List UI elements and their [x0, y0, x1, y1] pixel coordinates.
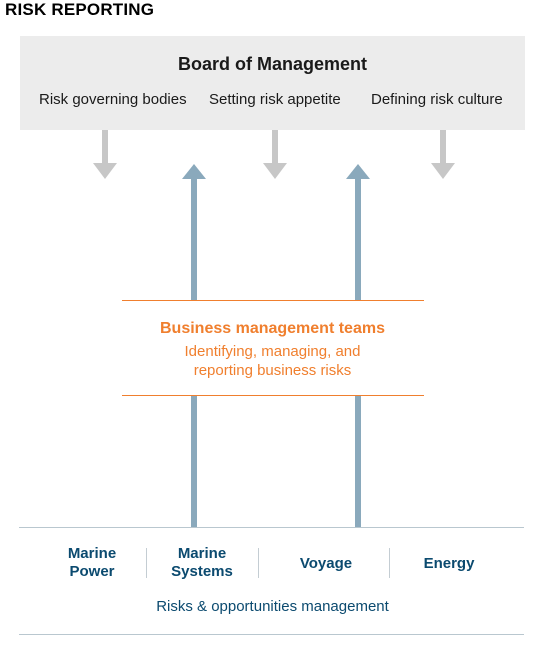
down-arrow-icon	[263, 130, 287, 179]
unit-marine-power: Marine Power	[52, 545, 132, 581]
unit-label-line1: Marine	[177, 545, 227, 562]
business-teams-title: Business management teams	[160, 320, 385, 337]
down-arrow-icon	[93, 130, 117, 179]
risks-opportunities-label: Risks & opportunities management	[156, 598, 389, 615]
board-item-risk-governing-bodies: Risk governing bodies	[39, 91, 187, 108]
page-title: RISK REPORTING	[5, 0, 155, 19]
units-top-rule	[19, 527, 524, 528]
unit-label-line1: Marine	[67, 545, 117, 562]
business-teams-subtitle-line1: Identifying, managing, and	[184, 343, 361, 360]
orange-divider-bottom	[122, 395, 424, 396]
up-arrow-icon	[346, 164, 370, 527]
business-teams-subtitle-line2: reporting business risks	[193, 362, 352, 379]
units-bottom-rule	[19, 634, 524, 635]
business-teams-subtitle: Identifying, managing, and reporting bus…	[0, 342, 545, 380]
unit-label-line2: Power	[69, 563, 115, 580]
unit-energy: Energy	[399, 555, 499, 573]
unit-separator	[389, 548, 390, 578]
unit-separator	[146, 548, 147, 578]
down-arrow-icon	[431, 130, 455, 179]
board-item-defining-risk-culture: Defining risk culture	[371, 91, 503, 108]
unit-label-line1: Voyage	[299, 555, 353, 572]
up-arrow-icon	[182, 164, 206, 527]
unit-separator	[258, 548, 259, 578]
orange-divider-top	[122, 300, 424, 301]
board-of-management-box: Board of Management Risk governing bodie…	[20, 36, 525, 130]
unit-label-line2: Systems	[171, 563, 233, 580]
unit-label-line1: Energy	[423, 555, 475, 572]
unit-marine-systems: Marine Systems	[158, 545, 246, 581]
board-title: Board of Management	[177, 54, 368, 74]
board-item-setting-risk-appetite: Setting risk appetite	[209, 91, 341, 108]
unit-voyage: Voyage	[276, 555, 376, 573]
